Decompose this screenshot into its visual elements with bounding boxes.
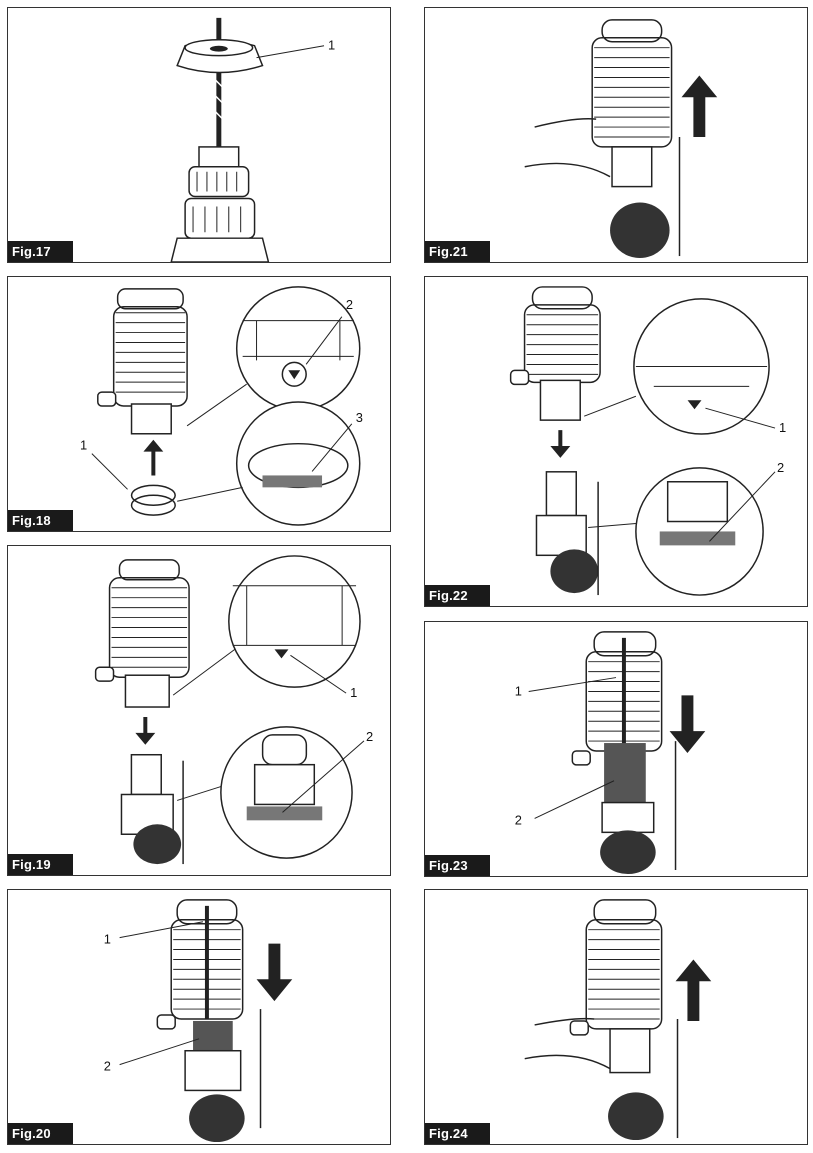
fig23-callout-1: 1 [515,683,522,698]
fig18-callout-3: 3 [356,410,363,425]
figure-22-panel: 1 2 Fig.22 [424,276,808,607]
figure-19-panel: 1 2 Fig.19 [7,545,391,876]
fig20-callout-1: 1 [104,932,111,947]
fig19-illustration: 1 2 [94,555,373,865]
fig20-callout-2: 2 [104,1059,111,1074]
fig19-callout-1: 1 [350,685,357,700]
figure-label: Fig.19 [8,854,73,875]
figure-23-panel: 1 2 Fig.23 [424,621,808,877]
fig17-illustration: 1 [170,17,335,262]
figure-label: Fig.20 [8,1123,73,1144]
figure-20-panel: 1 2 Fig.20 [7,889,391,1145]
fig24-illustration [524,899,712,1141]
fig22-illustration: 1 2 [509,286,786,596]
fig18-callout-2: 2 [346,297,353,312]
figure-label: Fig.21 [425,241,490,262]
fig22-callout-1: 1 [779,420,786,435]
fig19-callout-2: 2 [366,729,373,744]
figure-17-panel: 1 Fig.17 [7,7,391,263]
figure-label: Fig.24 [425,1123,490,1144]
fig18-callout-1: 1 [80,438,87,453]
fig21-illustration [524,19,718,259]
figure-label: Fig.22 [425,585,490,606]
figure-label: Fig.23 [425,855,490,876]
figure-18-panel: 1 2 3 Fig.18 [7,276,391,532]
fig22-callout-2: 2 [777,460,784,475]
fig18-illustration: 1 2 3 [80,286,363,526]
fig23-callout-2: 2 [515,812,522,827]
figure-label: Fig.17 [8,241,73,262]
figure-21-panel: Fig.21 [424,7,808,263]
figure-24-panel: Fig.24 [424,889,808,1145]
fig17-callout-1: 1 [328,38,335,53]
figure-label: Fig.18 [8,510,73,531]
fig20-illustration: 1 2 [104,899,293,1143]
fig23-illustration: 1 2 [515,631,706,875]
